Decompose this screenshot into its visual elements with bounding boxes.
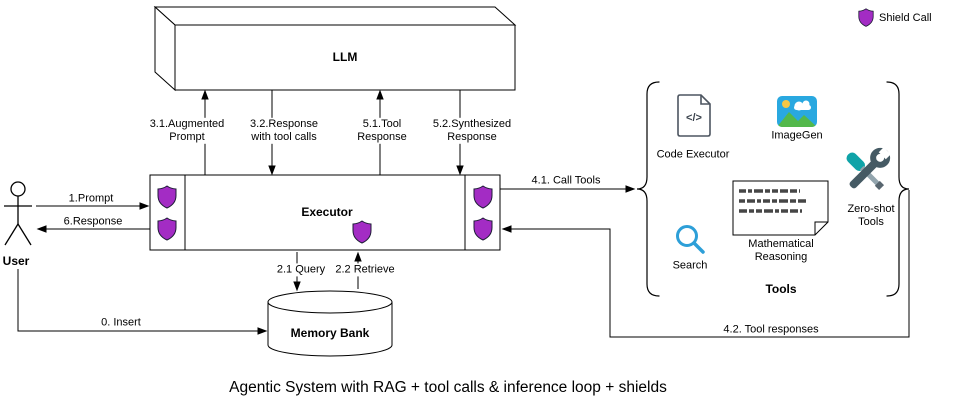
edge-label-response: 6.Response bbox=[63, 215, 123, 228]
edge-prompt bbox=[36, 202, 150, 210]
executor-node bbox=[149, 174, 501, 251]
code-executor-icon: </> bbox=[677, 94, 711, 137]
legend-shield-label: Shield Call bbox=[879, 12, 932, 24]
edge-label-tool-responses: 4.2. Tool responses bbox=[721, 323, 821, 337]
edge-label-synthesized-response: 5.2.Synthesized Response bbox=[430, 117, 514, 145]
search-icon bbox=[676, 225, 705, 254]
shield-icon-legend bbox=[858, 8, 874, 27]
edge-insert bbox=[17, 269, 268, 335]
edge-label-tool-response: 5.1.Tool Response bbox=[355, 117, 409, 145]
executor-label: Executor bbox=[301, 204, 353, 219]
edge-label-call-tools: 4.1. Call Tools bbox=[531, 174, 601, 187]
llm-node bbox=[153, 5, 517, 92]
shield-icon-executor-left-top bbox=[157, 185, 177, 209]
math-reasoning-label: Mathematical Reasoning bbox=[748, 237, 814, 263]
edge-call-tools bbox=[500, 185, 636, 193]
shield-icon-executor-right-bottom bbox=[473, 217, 493, 241]
shield-icon-executor-right-top bbox=[473, 185, 493, 209]
shield-icon-executor-bottom bbox=[352, 220, 372, 244]
zero-shot-tools-label: Zero-shot Tools bbox=[847, 202, 895, 228]
math-reasoning-icon bbox=[732, 180, 829, 236]
edge-tool-responses bbox=[501, 190, 910, 338]
llm-label: LLM bbox=[332, 49, 358, 64]
memory-bank-label: Memory Bank bbox=[290, 325, 370, 340]
search-label: Search bbox=[672, 259, 708, 272]
edge-label-prompt: 1.Prompt bbox=[68, 192, 114, 205]
diagram-title: Agentic System with RAG + tool calls & i… bbox=[229, 379, 667, 396]
user-figure bbox=[4, 181, 32, 246]
user-label: User bbox=[2, 253, 30, 268]
imagegen-label: ImageGen bbox=[771, 129, 823, 142]
shield-icon-executor-left-bottom bbox=[157, 217, 177, 241]
left-brace bbox=[636, 81, 660, 297]
edge-label-query: 2.1 Query bbox=[274, 263, 328, 277]
code-glyph: </> bbox=[686, 112, 702, 124]
edge-response bbox=[36, 225, 150, 233]
edge-label-augmented-prompt: 3.1.Augmented Prompt bbox=[147, 117, 227, 145]
code-executor-label: Code Executor bbox=[656, 148, 730, 161]
right-brace bbox=[886, 81, 910, 297]
memory-bank-node bbox=[267, 290, 393, 357]
imagegen-icon bbox=[777, 96, 817, 127]
tools-group-label: Tools bbox=[765, 281, 797, 296]
edge-label-retrieve: 2.2 Retrieve bbox=[333, 263, 397, 277]
zero-shot-tools-icon bbox=[846, 147, 891, 191]
edge-label-response-with-tool-calls: 3.2.Response with tool calls bbox=[248, 117, 320, 145]
edge-label-insert: 0. Insert bbox=[101, 316, 141, 329]
